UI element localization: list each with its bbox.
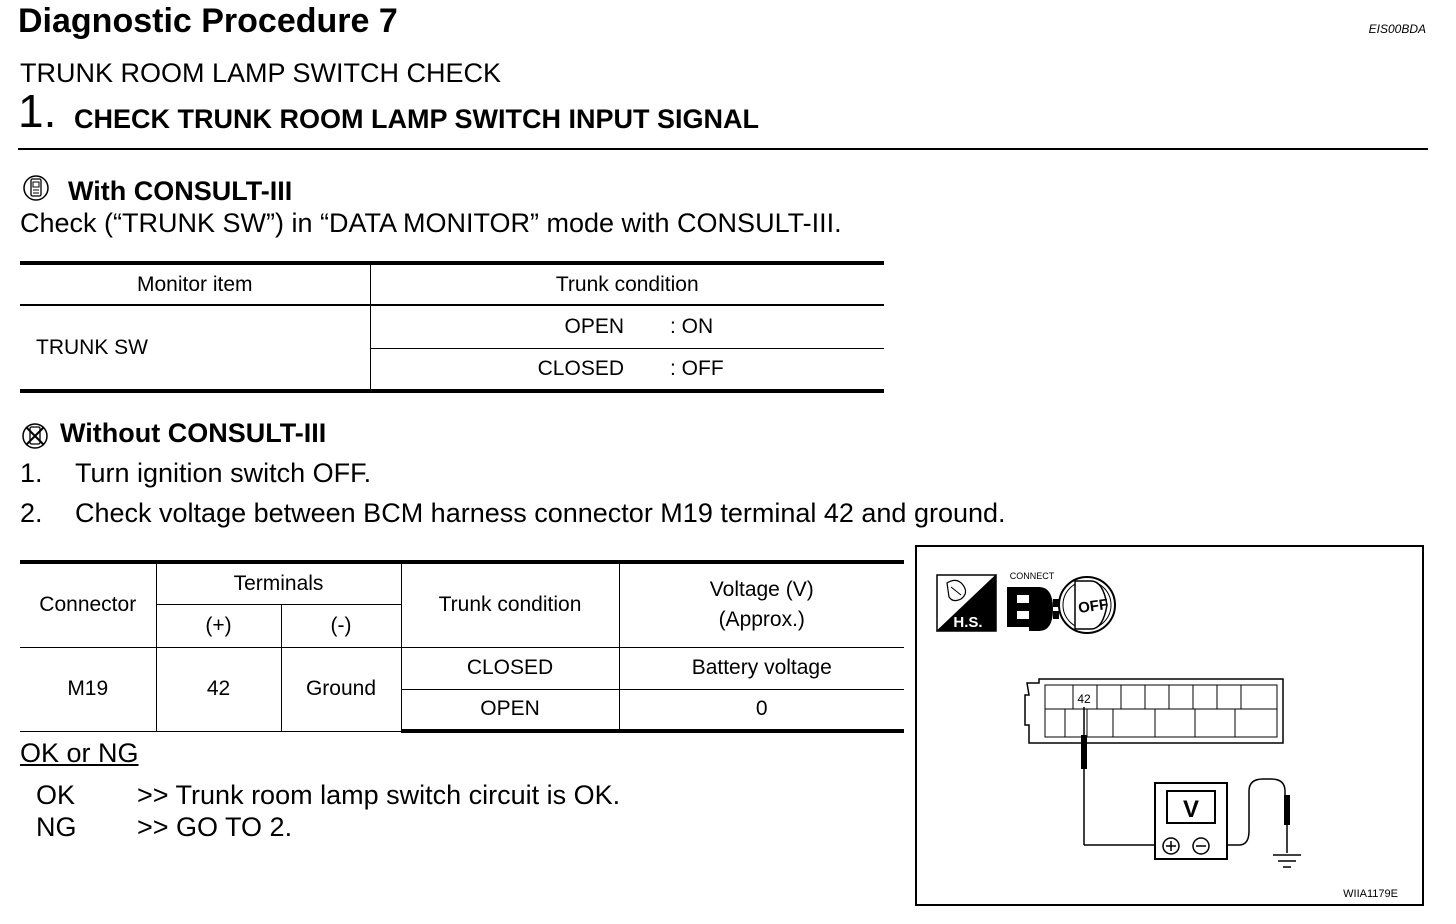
page-title: Diagnostic Procedure 7: [18, 2, 398, 40]
voltmeter: V: [1154, 782, 1228, 860]
meter-label: V: [1183, 796, 1199, 823]
circuit-diagram: H.S. CONNECT OFF: [936, 571, 1301, 868]
column-header: Monitor item: [136, 272, 253, 296]
result-text: >> Trunk room lamp switch circuit is OK.: [137, 780, 621, 810]
figure-code: WIIA1179E: [1343, 888, 1398, 900]
terminal-42-label: 42: [1077, 692, 1091, 706]
voltage-header-line2: (Approx.): [718, 608, 805, 632]
column-header: (+): [155, 603, 282, 648]
table-row: M19 42 Ground CLOSED Battery voltage: [20, 646, 904, 732]
step-number: 1.: [20, 458, 43, 488]
table-row: CLOSED : OFF: [20, 347, 884, 391]
header-divider: [18, 148, 1428, 150]
condition-cell: CLOSED: [369, 347, 660, 391]
condition-cell: OPEN: [400, 688, 620, 733]
wiring-figure: H.S. CONNECT OFF: [915, 545, 1424, 906]
table-header-row: Connector Terminals Trunk condition Volt…: [20, 560, 904, 648]
ignition-off-icon: OFF: [1058, 576, 1116, 634]
without-consult-heading: Without CONSULT-III: [60, 418, 327, 448]
column-header: Terminals: [155, 560, 402, 605]
result-heading: OK or NG: [20, 738, 139, 768]
column-header: (-): [280, 603, 402, 648]
step-title: CHECK TRUNK ROOM LAMP SWITCH INPUT SIGNA…: [74, 104, 759, 134]
voltage-check-table: Connector Terminals Trunk condition Volt…: [20, 560, 904, 733]
with-consult-instruction: Check (“TRUNK SW”) in “DATA MONITOR” mod…: [20, 208, 842, 238]
off-label: OFF: [1077, 596, 1109, 617]
connect-label: CONNECT: [1010, 571, 1055, 581]
ground-icon: [1273, 854, 1301, 868]
column-header: Connector: [20, 560, 157, 648]
monitor-item-cell: TRUNK SW: [36, 335, 148, 359]
voltage-header-line1: Voltage (V): [709, 578, 814, 602]
value-cell: : OFF: [660, 347, 884, 391]
harness-side-icon: H.S.: [936, 574, 998, 633]
value-cell: : ON: [670, 314, 714, 338]
result-key: OK: [36, 780, 76, 810]
page-subtitle: TRUNK ROOM LAMP SWITCH CHECK: [20, 58, 502, 88]
step-number: 1.: [18, 85, 57, 137]
column-header: Voltage (V) (Approx.): [618, 560, 904, 648]
with-consult-heading: With CONSULT-III: [68, 176, 293, 206]
connector-m19: 42: [1024, 678, 1284, 744]
table-header-row: (+) (-): [20, 603, 904, 648]
plus-terminal-cell: 42: [155, 646, 282, 732]
voltage-cell: Battery voltage: [618, 646, 904, 690]
consult-monitor-table: Monitor item Trunk condition TRUNK SW OP…: [20, 261, 884, 393]
connector-cell: M19: [20, 646, 157, 732]
column-header: Trunk condition: [369, 263, 884, 305]
result-text: >> GO TO 2.: [137, 812, 293, 842]
connect-icon: CONNECT: [1007, 571, 1059, 631]
step-text: Check voltage between BCM harness connec…: [75, 498, 1006, 528]
result-key: NG: [36, 812, 77, 842]
document-code: EIS00BDA: [1368, 22, 1426, 36]
table-row: OPEN 0: [20, 688, 904, 733]
column-header: Trunk condition: [400, 560, 620, 648]
condition-cell: CLOSED: [400, 646, 620, 690]
no-consult-icon: [22, 423, 48, 449]
table-row: TRUNK SW OPEN : ON: [20, 305, 884, 359]
hs-label: H.S.: [953, 614, 982, 631]
minus-terminal-cell: Ground: [280, 646, 402, 732]
consult-icon: [23, 175, 49, 201]
table-header-row: Monitor item Trunk condition: [20, 263, 884, 305]
step-number: 2.: [20, 498, 43, 528]
condition-cell: OPEN: [369, 305, 660, 348]
voltage-cell: 0: [618, 688, 904, 733]
step-text: Turn ignition switch OFF.: [75, 458, 372, 488]
